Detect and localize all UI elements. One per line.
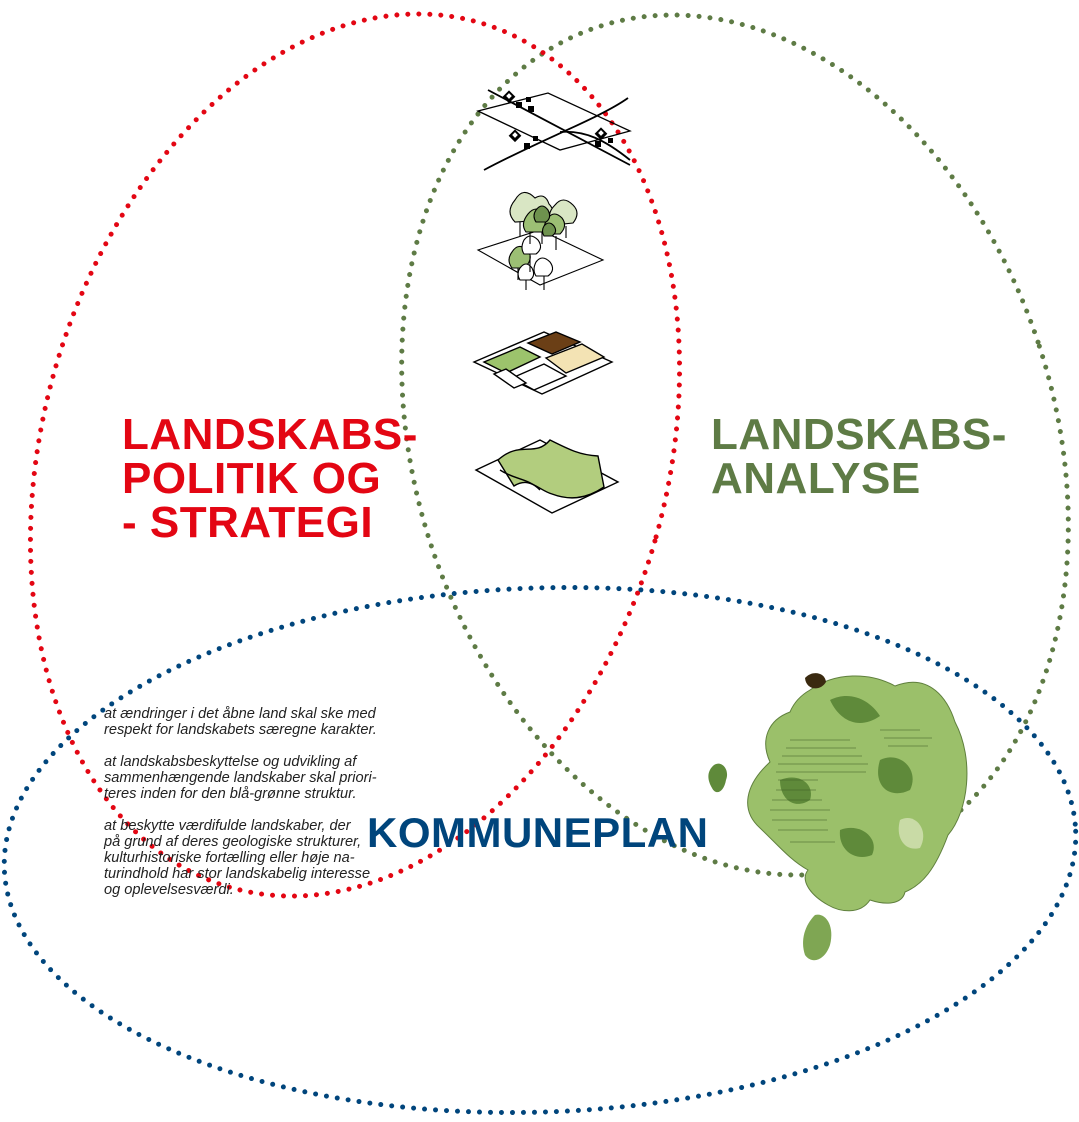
- goal-item: at beskytte værdifulde landskaber, der p…: [104, 818, 371, 898]
- policy-label-line-1: LANDSKABS-: [122, 410, 418, 459]
- kommuneplan-circle: [1, 584, 1079, 1116]
- analysis-circle: [399, 12, 1071, 878]
- kommuneplan-label: KOMMUNEPLAN: [367, 809, 709, 856]
- land-use-fields-icon: [472, 331, 614, 395]
- trees-icon: [476, 191, 605, 290]
- policy-circle: [27, 11, 683, 899]
- analysis-label-line-1: LANDSKABS-: [711, 410, 1007, 459]
- policy-label-line-2: POLITIK OG: [122, 454, 382, 503]
- goals-text: at ændringer i det åbne land skal ske me…: [104, 706, 464, 914]
- policy-label: LANDSKABS- POLITIK OG - STRATEGI: [122, 413, 418, 545]
- goal-item: at ændringer i det åbne land skal ske me…: [104, 706, 377, 738]
- policy-label-line-3: - STRATEGI: [122, 498, 374, 547]
- analysis-label-line-2: ANALYSE: [711, 454, 921, 503]
- goal-item: at landskabsbeskyttelse og udvikling af …: [104, 754, 377, 802]
- settlement-roads-icon: [476, 89, 632, 171]
- terrain-icon: [474, 439, 620, 514]
- municipality-landscape-map-icon: [708, 673, 968, 961]
- analysis-label: LANDSKABS- ANALYSE: [711, 413, 1007, 501]
